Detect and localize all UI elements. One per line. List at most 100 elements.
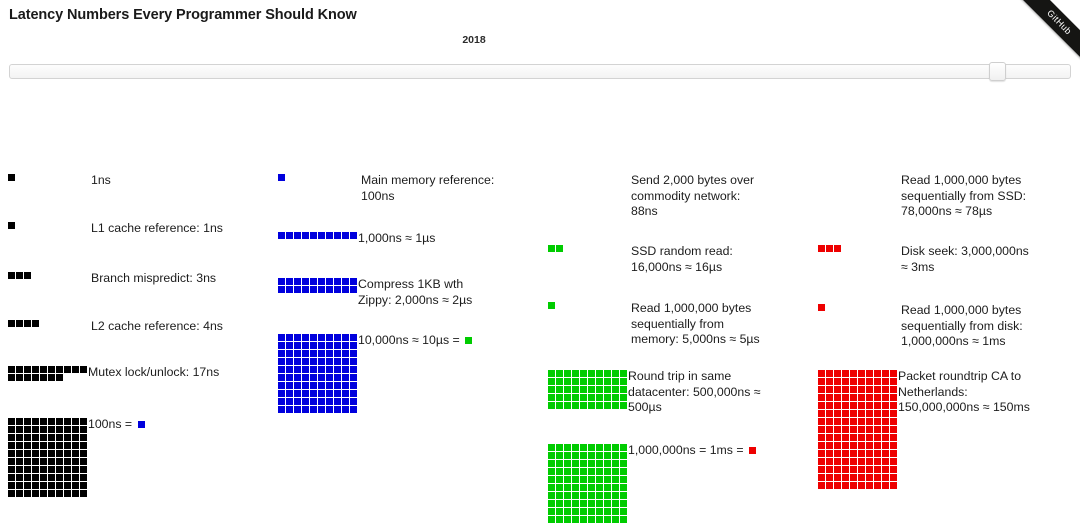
latency-square: [79, 457, 87, 465]
latency-square: [873, 441, 881, 449]
latency-square: [611, 467, 619, 475]
latency-square: [7, 365, 15, 373]
latency-square: [23, 489, 31, 497]
latency-square: [31, 417, 39, 425]
latency-square: [881, 393, 889, 401]
latency-square: [325, 397, 333, 405]
slider-handle[interactable]: [988, 62, 1006, 81]
latency-square: [603, 459, 611, 467]
latency-square: [547, 443, 555, 451]
latency-square: [881, 409, 889, 417]
latency-square: [881, 457, 889, 465]
latency-square: [579, 507, 587, 515]
latency-square: [833, 369, 841, 377]
latency-square: [7, 425, 15, 433]
latency-square: [341, 397, 349, 405]
latency-square: [71, 489, 79, 497]
latency-square: [277, 173, 285, 181]
latency-square: [833, 465, 841, 473]
latency-square: [865, 473, 873, 481]
l1-cache-reference-label: L1 cache reference: 1ns: [91, 221, 223, 235]
latency-square: [603, 499, 611, 507]
latency-square: [325, 333, 333, 341]
latency-square: [285, 373, 293, 381]
latency-square: [309, 231, 317, 239]
latency-square: [547, 393, 555, 401]
latency-square: [889, 433, 897, 441]
latency-square: [285, 381, 293, 389]
latency-square: [817, 481, 825, 489]
latency-square: [873, 457, 881, 465]
latency-square: [309, 405, 317, 413]
latency-square: [841, 417, 849, 425]
scale-1000000ns-label: 1,000,000ns = 1ms =: [627, 443, 756, 459]
latency-square: [349, 349, 357, 357]
entry-round-trip-datacenter: Round trip in same datacenter: 500,000ns…: [547, 369, 761, 416]
latency-square: [579, 377, 587, 385]
latency-square: [849, 393, 857, 401]
latency-square: [595, 507, 603, 515]
latency-square: [301, 397, 309, 405]
latency-square: [603, 515, 611, 523]
latency-square: [587, 385, 595, 393]
latency-square: [309, 365, 317, 373]
latency-square: [23, 373, 31, 381]
latency-square: [563, 507, 571, 515]
latency-square: [595, 451, 603, 459]
latency-square: [293, 357, 301, 365]
latency-square: [341, 357, 349, 365]
latency-square: [817, 457, 825, 465]
slider-track[interactable]: [9, 64, 1071, 79]
latency-square: [817, 409, 825, 417]
latency-square: [555, 483, 563, 491]
latency-square: [595, 385, 603, 393]
latency-square: [889, 377, 897, 385]
latency-square: [39, 489, 47, 497]
latency-square: [349, 341, 357, 349]
latency-square: [817, 303, 825, 311]
latency-square: [889, 393, 897, 401]
latency-square: [317, 389, 325, 397]
unit-1ns-squares: [7, 173, 91, 181]
year-slider[interactable]: [9, 62, 1071, 81]
latency-square: [555, 451, 563, 459]
latency-square: [611, 377, 619, 385]
latency-square: [15, 425, 23, 433]
latency-square: [563, 475, 571, 483]
github-corner-ribbon[interactable]: GitHub: [1018, 0, 1080, 62]
latency-square: [833, 377, 841, 385]
entry-packet-roundtrip-ca-netherlands: Packet roundtrip CA to Netherlands: 150,…: [817, 369, 1030, 489]
latency-square: [817, 433, 825, 441]
latency-square: [603, 401, 611, 409]
latency-square: [555, 443, 563, 451]
latency-square: [277, 357, 285, 365]
entry-scale-10000ns: 10,000ns ≈ 10µs =: [277, 333, 473, 413]
latency-square: [285, 405, 293, 413]
latency-square: [817, 377, 825, 385]
latency-square: [349, 357, 357, 365]
latency-square: [587, 475, 595, 483]
latency-square: [817, 425, 825, 433]
latency-square: [7, 433, 15, 441]
latency-square: [341, 349, 349, 357]
latency-square: [555, 459, 563, 467]
latency-square: [849, 481, 857, 489]
entry-main-memory-reference: Main memory reference: 100ns: [277, 173, 494, 204]
latency-square: [849, 441, 857, 449]
latency-square: [293, 349, 301, 357]
latency-square: [595, 401, 603, 409]
latency-square: [833, 401, 841, 409]
latency-square: [555, 244, 563, 252]
latency-square: [563, 451, 571, 459]
latency-square: [317, 373, 325, 381]
entry-ssd-random-read: SSD random read: 16,000ns ≈ 16µs: [547, 244, 733, 275]
latency-square: [619, 443, 627, 451]
read-1mb-from-memory-label: Read 1,000,000 bytes sequentially from m…: [631, 301, 760, 347]
latency-square: [619, 459, 627, 467]
latency-square: [571, 515, 579, 523]
entry-disk-seek: Disk seek: 3,000,000ns ≈ 3ms: [817, 244, 1029, 275]
latency-square: [881, 449, 889, 457]
latency-square: [349, 389, 357, 397]
latency-square: [555, 377, 563, 385]
latency-square: [825, 473, 833, 481]
